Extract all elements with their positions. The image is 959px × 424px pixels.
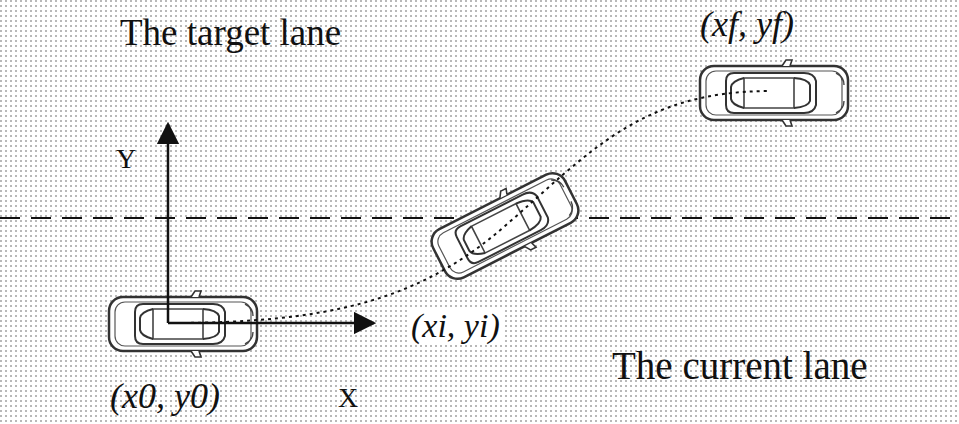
lane-name: The current lane <box>612 346 868 385</box>
coordinate-label: (xf, yf) <box>700 6 794 42</box>
car-final <box>700 60 848 126</box>
coordinate-label: (x0, y0) <box>110 378 220 414</box>
x-axis <box>168 322 374 325</box>
coordinate-label: (xi, yi) <box>408 309 503 343</box>
lane-name: The target lane <box>120 14 341 51</box>
axis-label: Y <box>116 145 136 173</box>
y-axis <box>167 124 170 323</box>
axis-label: X <box>338 384 358 412</box>
trajectory-line <box>170 91 768 323</box>
